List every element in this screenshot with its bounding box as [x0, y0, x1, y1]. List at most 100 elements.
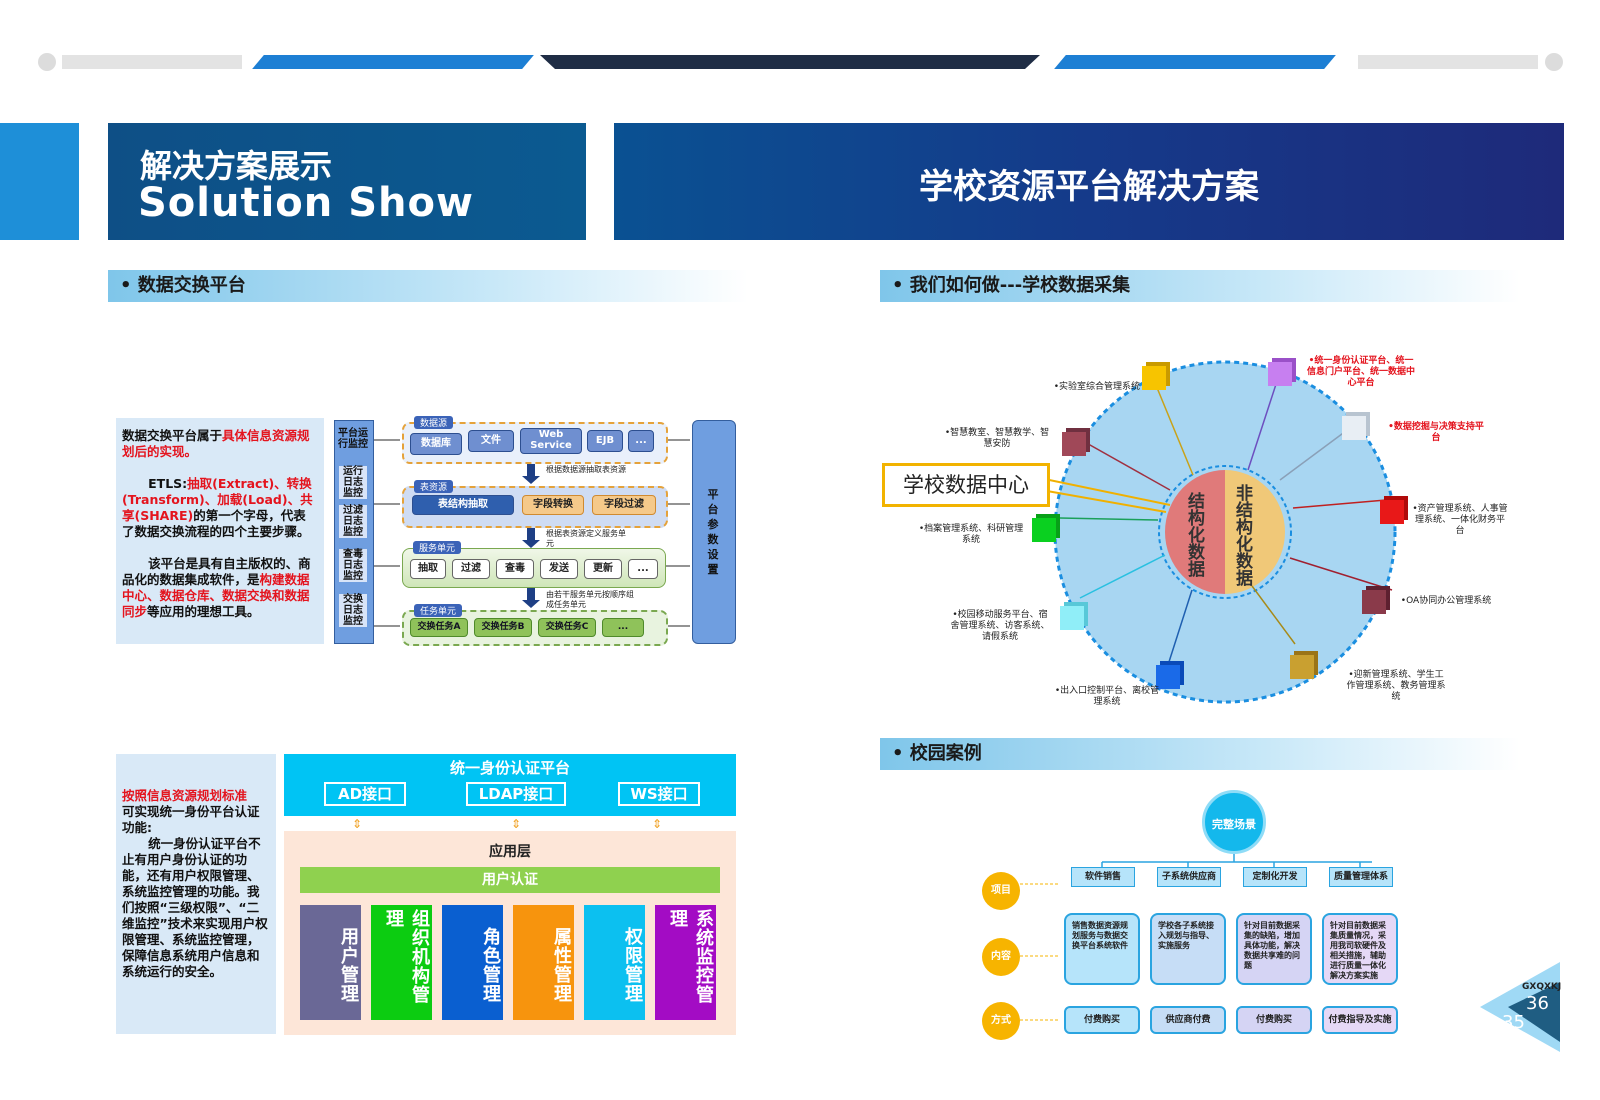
service-item: 更新 — [584, 559, 622, 579]
case-root: 完整场景 — [1202, 790, 1266, 854]
service-item: 查毒 — [496, 559, 534, 579]
cube-icon — [1060, 606, 1084, 630]
top-bar-segment — [1054, 55, 1336, 69]
page-tag-code: GXQXKJ — [1522, 982, 1562, 992]
module-attr: 属性管理 — [513, 905, 574, 1020]
system-label: •档案管理系统、科研管理系统 — [918, 524, 1024, 545]
module-role: 角色管理 — [442, 905, 503, 1020]
case-col-foot: 供应商付费 — [1150, 1006, 1226, 1034]
identity-description: 按照信息资源规划标准 可实现统一身份平台认证功能: 统一身份认证平台不止有用户身… — [116, 754, 276, 1034]
page-title: 学校资源平台解决方案 — [919, 167, 1259, 207]
monitor-label: 查毒日志监控 — [339, 549, 367, 582]
top-bar-segment — [252, 55, 534, 69]
cube-icon — [1362, 590, 1386, 614]
cube-icon — [1380, 500, 1404, 524]
exchange-text-p3a: 该平台是具有自主版权的、商品化的数据集成软件，是 — [122, 556, 311, 587]
cube-icon — [1268, 362, 1292, 386]
row-label-content: 内容 — [982, 938, 1020, 976]
task-item: 交换任务C — [538, 618, 596, 637]
case-col-body: 针对目前数据采集质量情况，采用我司软硬件及相关措施，辅助进行质量一体化解决方案实… — [1322, 913, 1398, 985]
cube-icon — [1342, 416, 1366, 440]
param-label: 平台参数设置 — [707, 488, 719, 576]
identity-text-b: 可实现统一身份平台认证功能: — [122, 804, 260, 835]
case-col-body: 学校各子系统接入规划与指导、实施服务 — [1150, 913, 1226, 985]
exchange-text-p2a: ETLS: — [148, 476, 188, 491]
page-tag-shape — [1480, 962, 1560, 1052]
system-label: •数据挖掘与决策支持平台 — [1388, 422, 1484, 443]
page-number-a: 36 — [1526, 993, 1549, 1014]
section-header-cases: • 校园案例 — [880, 738, 1520, 770]
system-label: •智慧教室、智慧教学、智慧安防 — [944, 428, 1050, 449]
row-label-project: 项目 — [982, 872, 1020, 910]
system-label: •出入口控制平台、离校管理系统 — [1054, 686, 1160, 707]
identity-text-a: 按照信息资源规划标准 — [122, 788, 248, 803]
cube-icon — [1142, 366, 1166, 390]
case-col-head: 子系统供应商 — [1157, 867, 1221, 887]
source-item: EJB — [587, 430, 623, 452]
data-center-label: 学校数据中心 — [882, 463, 1050, 507]
monitor-label: 交换日志监控 — [339, 594, 367, 627]
group-label: 表资源 — [414, 480, 454, 493]
module-perm: 权限管理 — [584, 905, 645, 1020]
module-user: 用户管理 — [300, 905, 361, 1020]
case-col-body: 销售数据资源规划服务与数据交换平台系统软件 — [1064, 913, 1140, 985]
system-label: •迎新管理系统、学生工作管理系统、教务管理系统 — [1346, 670, 1446, 702]
system-label: •统一身份认证平台、统一信息门户平台、统一数据中心平台 — [1306, 356, 1415, 388]
case-col-head: 定制化开发 — [1243, 867, 1307, 887]
cube-icon — [1062, 432, 1086, 456]
interface-ldap: LDAP接口 — [466, 782, 566, 806]
exchange-text-p3c: 等应用的理想工具。 — [147, 604, 260, 619]
top-bar-segment — [1358, 55, 1538, 69]
auth-platform-title: 统一身份认证平台 — [449, 759, 570, 777]
table-item: 字段转换 — [522, 495, 584, 515]
source-item: 数据库 — [410, 433, 462, 455]
exchange-text-p2b: 抽取(Extract)、转换(Transform)、加载(Load)、共享(SH… — [122, 476, 313, 523]
system-label: •实验室综合管理系统 — [1053, 382, 1140, 392]
monitor-label: 平台运行监控 — [338, 428, 368, 450]
system-label: •资产管理系统、人事管理系统、一体化财务平台 — [1412, 504, 1508, 536]
service-item: 抽取 — [410, 559, 446, 579]
exchange-text-p1a: 数据交换平台属于 — [122, 428, 223, 443]
top-bar-dot-left — [38, 53, 56, 71]
exchange-text-p3b: 构建数据中心、数据仓库、数据交换和数据同步 — [122, 572, 310, 619]
structured-data-label: 结构化数据 — [1184, 492, 1204, 577]
case-col-foot: 付费指导及实施 — [1322, 1006, 1398, 1034]
link-arrow-icon: ⇕ — [652, 817, 663, 831]
task-item: 交换任务B — [474, 618, 532, 637]
system-label: •校园移动服务平台、宿舍管理系统、访客系统、请假系统 — [950, 610, 1050, 642]
header-title-box: 学校资源平台解决方案 — [614, 123, 1564, 240]
row-label-method: 方式 — [982, 1002, 1020, 1040]
exchange-text-p1b: 具体信息资源规划后的实现。 — [122, 428, 310, 459]
monitor-label: 过滤日志监控 — [339, 505, 367, 538]
cube-icon — [1032, 518, 1056, 542]
flow-note: 由若干服务单元按顺序组成任务单元 — [546, 590, 634, 609]
identity-text-c: 统一身份认证平台不止有用户身份认证的功能，还有用户权限管理、系统监控管理的功能。… — [122, 836, 268, 979]
top-bar-dot-right — [1545, 53, 1563, 71]
group-label: 服务单元 — [413, 541, 462, 554]
group-label: 任务单元 — [414, 604, 463, 617]
app-layer-title: 应用层 — [489, 844, 531, 860]
exchange-arrows — [374, 439, 690, 627]
service-item: 发送 — [540, 559, 578, 579]
section-title-en: Solution Show — [138, 180, 474, 226]
cube-icon — [1290, 655, 1314, 679]
table-item: 字段过滤 — [592, 495, 656, 515]
system-label: •OA协同办公管理系统 — [1400, 596, 1492, 606]
interface-ad: AD接口 — [324, 782, 406, 806]
flow-note: 根据表资源定义服务单元 — [546, 529, 626, 548]
user-auth-bar: 用户认证 — [300, 867, 720, 893]
interface-ws: WS接口 — [618, 782, 700, 806]
service-item: ... — [628, 559, 658, 579]
monitor-label: 运行日志监控 — [339, 466, 367, 499]
header-section-box: 解决方案展示 Solution Show — [108, 123, 586, 240]
service-item: 过滤 — [452, 559, 490, 579]
module-monitor: 系统监控管理 — [655, 905, 716, 1020]
top-bar-segment — [540, 55, 1040, 69]
section-title-zh: 解决方案展示 — [140, 147, 333, 185]
header-accent — [0, 123, 79, 240]
source-item: ... — [628, 430, 654, 452]
exchange-description: 数据交换平台属于具体信息资源规划后的实现。 ETLS:抽取(Extract)、转… — [116, 418, 324, 644]
param-column — [692, 420, 736, 644]
source-item: 文件 — [468, 430, 514, 452]
source-item: Web Service — [520, 428, 582, 454]
